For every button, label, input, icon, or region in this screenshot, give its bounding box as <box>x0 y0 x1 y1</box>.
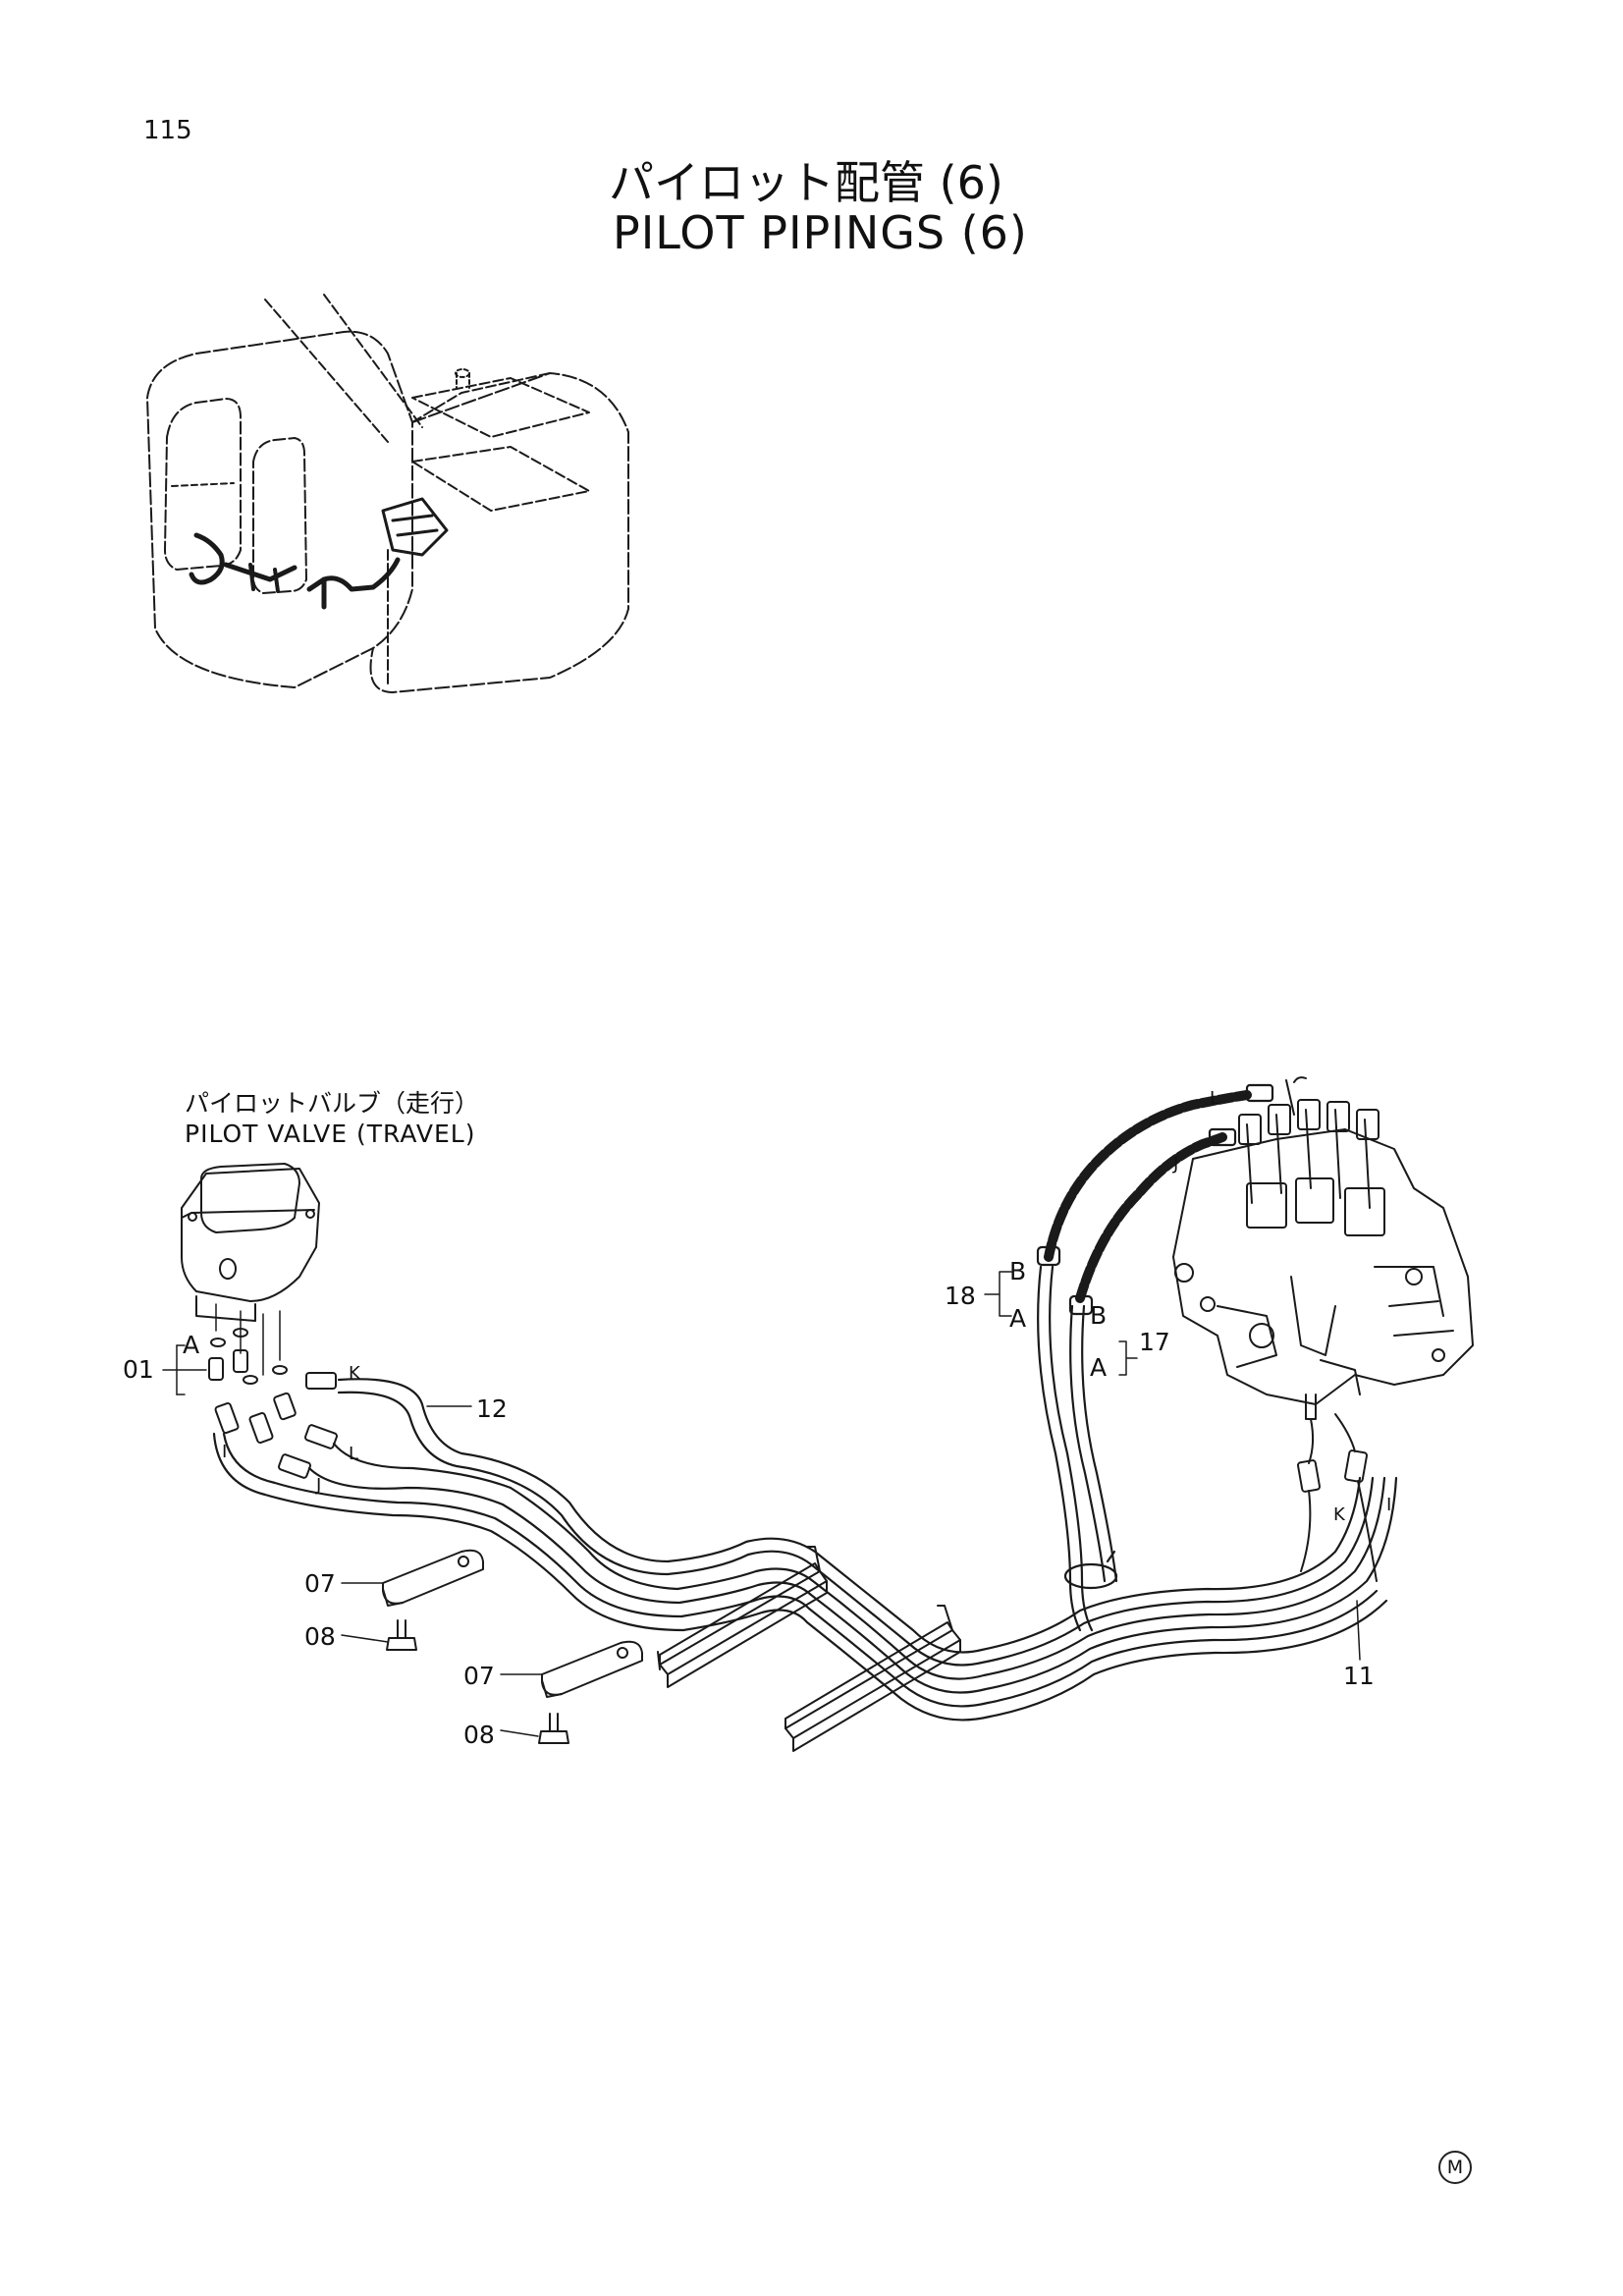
callout-part-17: 17 <box>1139 1328 1170 1356</box>
pilot-valve-icon <box>181 1163 320 1385</box>
control-valve-icon <box>1172 1076 1474 1582</box>
callout-part-08-lower: 08 <box>463 1721 495 1749</box>
port-letter-valve-i: I <box>222 1442 228 1462</box>
valve-fittings <box>208 1349 338 1479</box>
callout-17-sub-a: A <box>1090 1353 1108 1382</box>
manual-mark-icon: M <box>1438 2151 1472 2184</box>
callout-leaders <box>162 1271 1361 1737</box>
control-valve-hoses <box>1036 1083 1274 1632</box>
port-letter-cv-j: J <box>1173 1154 1179 1175</box>
callout-part-07-lower: 07 <box>463 1662 495 1690</box>
hose-support-rails <box>657 1546 961 1752</box>
pilot-valve-label-english: PILOT VALVE (TRAVEL) <box>185 1120 476 1148</box>
port-letter-cv-l: L <box>1210 1088 1220 1109</box>
pilot-hose-bundle <box>212 1378 1398 1722</box>
page-title-english: PILOT PIPINGS (6) <box>613 206 1028 259</box>
port-letter-valve-k: K <box>349 1363 360 1384</box>
port-letter-cv-k: K <box>1333 1504 1345 1525</box>
port-letter-valve-l: L <box>349 1444 359 1464</box>
callout-part-08-upper: 08 <box>304 1622 336 1651</box>
port-letter-valve-j: J <box>316 1475 322 1496</box>
callout-part-07-upper: 07 <box>304 1569 336 1598</box>
pilot-valve-label-japanese: パイロットバルブ（走行） <box>185 1089 480 1118</box>
callout-18-sub-a: A <box>1009 1304 1027 1333</box>
callout-17-sub-b: B <box>1090 1301 1108 1330</box>
excavator-cab-icon <box>146 294 629 693</box>
callout-part-01: 01 <box>123 1355 154 1384</box>
callout-part-18: 18 <box>945 1282 976 1310</box>
port-letter-cv-i: I <box>1386 1495 1392 1515</box>
callout-part-12: 12 <box>476 1394 508 1423</box>
page-title-japanese: パイロット配管 (6) <box>609 156 1003 209</box>
callout-part-11: 11 <box>1343 1662 1375 1690</box>
callout-18-sub-b: B <box>1009 1257 1027 1285</box>
bolt-icon <box>386 1619 569 1744</box>
bracket-icon <box>382 1549 643 1698</box>
page-number: 115 <box>143 116 192 145</box>
callout-01-sub-a: A <box>183 1331 200 1359</box>
